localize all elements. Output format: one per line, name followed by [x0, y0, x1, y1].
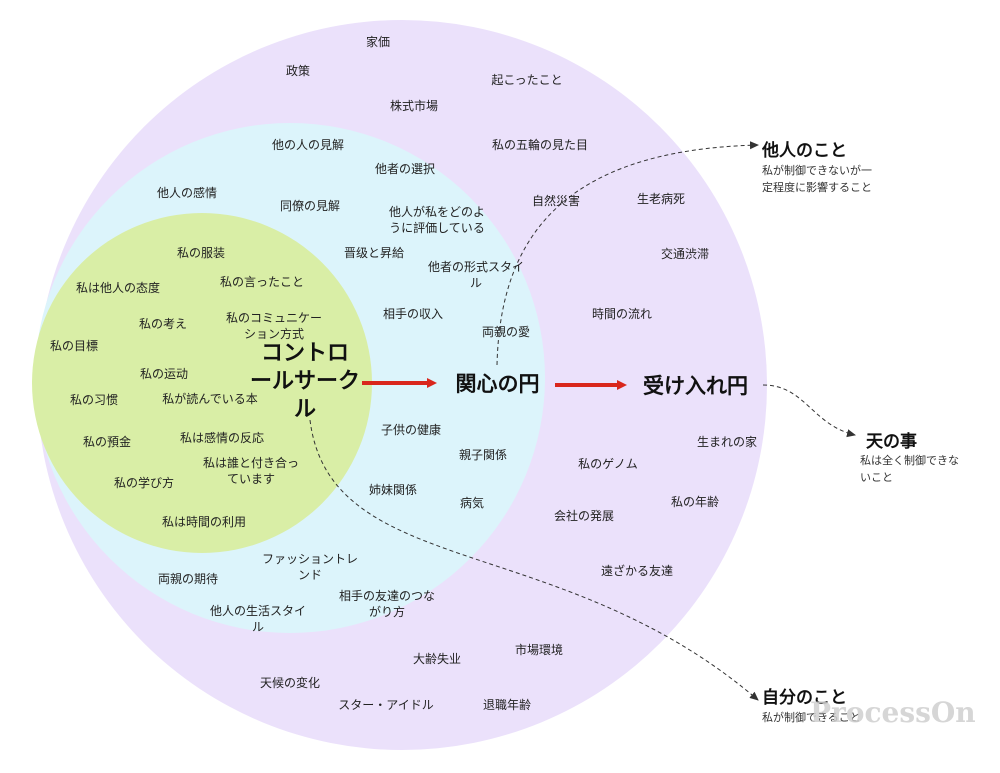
inner-item: 私の考え: [138, 317, 187, 331]
middle-item: 相手の収入: [382, 307, 443, 321]
outer-item: 生老病死: [636, 192, 685, 206]
middle-item: 他人の感情: [156, 186, 217, 200]
middle-item: ファッショントレ ンド: [261, 552, 358, 582]
inner-item: 私の服装: [176, 246, 225, 260]
inner-item: 私の习惯: [69, 393, 118, 407]
control-circle-title: コントロ ールサーク ル: [249, 341, 360, 422]
connector-heaven: [762, 384, 856, 438]
middle-item: 親子関係: [458, 448, 507, 462]
outer-item: 私の年齢: [670, 495, 719, 509]
outer-item: 会社の発展: [553, 509, 614, 523]
inner-item: 私の言ったこと: [219, 275, 304, 289]
middle-item: 病気: [459, 496, 484, 510]
inner-item: 私の运动: [139, 367, 188, 381]
inner-item: 私の学び方: [113, 476, 174, 490]
middle-item: 両親の期待: [157, 572, 218, 586]
outer-item: 天候の変化: [259, 676, 320, 690]
accept-circle-title: 受け入れ円: [643, 374, 748, 398]
inner-item: 私は他人の态度: [75, 281, 160, 295]
connector-others: [496, 141, 759, 366]
inner-item: 私のコミュニケー ション方式: [225, 311, 322, 341]
middle-item: 他の人の見解: [271, 138, 344, 152]
outer-item: 家価: [365, 35, 390, 49]
outer-item: 生まれの家: [696, 435, 757, 449]
outer-item: 自然災害: [531, 194, 580, 208]
outer-item: 交通渋滞: [660, 247, 709, 261]
control-circle: [32, 213, 372, 553]
middle-item: 相手の友達のつな がり方: [338, 589, 435, 619]
inner-item: 私が読んでいる本: [162, 392, 258, 406]
inner-item: 私は時間の利用: [161, 515, 246, 529]
middle-item: 他者の選択: [374, 162, 435, 176]
middle-item: 姉妹関係: [368, 483, 417, 497]
middle-item: 他者の形式スタイ ル: [427, 260, 524, 290]
outer-item: スター・アイドル: [338, 698, 434, 712]
middle-item: 同僚の見解: [279, 199, 340, 213]
inner-item: 私の目標: [49, 339, 98, 353]
outer-item: 私の五輪の見た目: [491, 138, 588, 152]
outer-item: 退職年齢: [482, 698, 531, 712]
inner-item: 私は誰と付き合っ ています: [202, 456, 299, 486]
outer-item: 時間の流れ: [591, 307, 652, 321]
annotation-self-desc: 私が制御できること: [762, 711, 861, 724]
outer-item: 大齢失业: [412, 652, 461, 666]
outer-item: 市場環境: [514, 643, 563, 657]
watermark-logo: ProcessOn: [810, 696, 976, 729]
inner-item: 私の預金: [82, 435, 131, 449]
outer-item: 起こったこと: [491, 73, 563, 87]
annotation-heaven-title: 天の事: [866, 432, 917, 452]
outer-item: 株式市場: [389, 99, 438, 113]
outer-item: 政策: [285, 64, 310, 78]
middle-item: 晋级と昇給: [343, 246, 404, 260]
outer-item: 遠ざかる友達: [600, 564, 673, 578]
connector-self: [309, 419, 759, 701]
middle-item: 両親の愛: [481, 325, 530, 339]
annotation-others-desc: 私が制御できないが一 定程度に影響すること: [762, 164, 872, 194]
annotation-heaven-desc: 私は全く制御できな いこと: [860, 454, 959, 484]
middle-item: 他人の生活スタイ ル: [209, 604, 306, 634]
concern-circle-title: 関心の円: [455, 372, 540, 396]
annotation-self-title: 自分のこと: [762, 688, 847, 708]
middle-item: 子供の健康: [380, 423, 441, 437]
middle-item: 他人が私をどのよ うに評価している: [388, 205, 485, 235]
inner-item: 私は感情の反応: [179, 431, 264, 445]
outer-item: 私のゲノム: [578, 457, 638, 471]
annotation-others-title: 他人のこと: [762, 141, 847, 161]
